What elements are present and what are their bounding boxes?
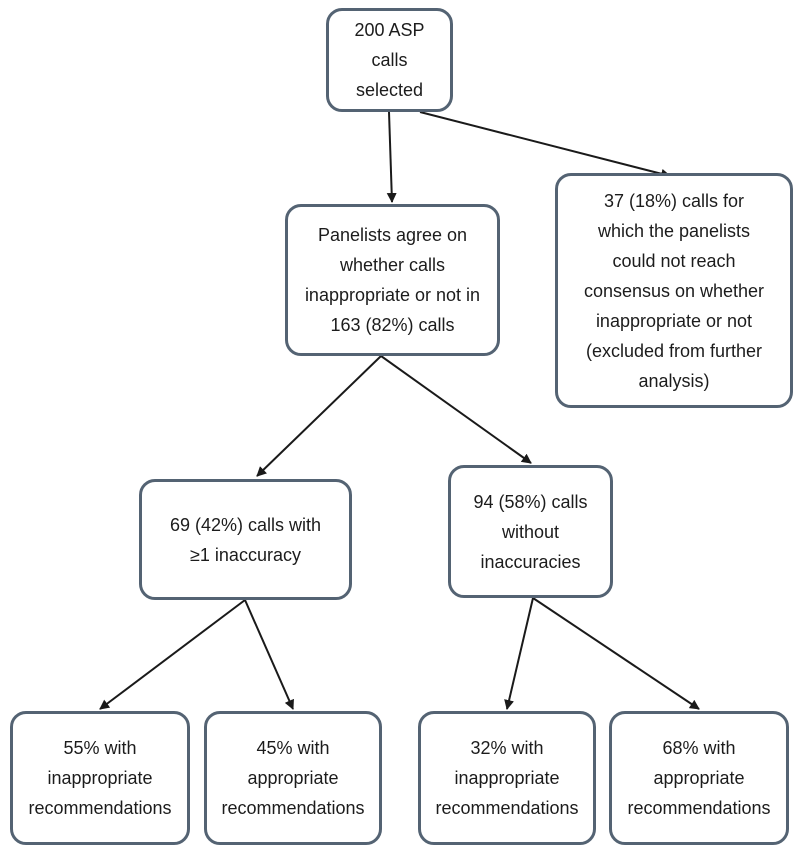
box-inaccuracy-inappropriate-recommendations-label: 55% with inappropriate recommendations [28, 738, 172, 818]
arrow-without-inaccuracies-to-appropriate [532, 597, 700, 710]
box-no-consensus-excluded: 37 (18%) calls for which the panelists c… [555, 173, 793, 408]
arrow-start-to-agree [386, 111, 397, 203]
box-inaccuracy-inappropriate-recommendations: 55% with inappropriate recommendations [10, 711, 190, 845]
box-no-inaccuracy-appropriate-recommendations-label: 68% with appropriate recommendations [627, 738, 771, 818]
box-calls-with-inaccuracy: 69 (42%) calls with ≥1 inaccuracy [139, 479, 352, 600]
box-no-inaccuracy-inappropriate-recommendations: 32% with inappropriate recommendations [418, 711, 596, 845]
arrow-agree-to-with-inaccuracy [256, 355, 382, 477]
box-no-inaccuracy-appropriate-recommendations: 68% with appropriate recommendations [609, 711, 789, 845]
box-no-consensus-excluded-label: 37 (18%) calls for which the panelists c… [583, 190, 765, 391]
box-asp-calls-selected-label: 200 ASP calls selected [354, 20, 425, 100]
box-calls-without-inaccuracies: 94 (58%) calls without inaccuracies [448, 465, 613, 598]
arrow-with-inaccuracy-to-appropriate [244, 599, 294, 710]
box-asp-calls-selected: 200 ASP calls selected [326, 8, 453, 112]
box-calls-without-inaccuracies-label: 94 (58%) calls without inaccuracies [473, 491, 588, 572]
arrow-with-inaccuracy-to-inappropriate [99, 599, 246, 710]
arrow-without-inaccuracies-to-inappropriate [504, 597, 534, 710]
arrow-agree-to-without-inaccuracies [380, 355, 532, 464]
box-inaccuracy-appropriate-recommendations: 45% with appropriate recommendations [204, 711, 382, 845]
box-panelists-agree: Panelists agree on whether calls inappro… [285, 204, 500, 356]
arrow-start-to-no-consensus [419, 111, 671, 179]
box-panelists-agree-label: Panelists agree on whether calls inappro… [304, 225, 481, 335]
box-inaccuracy-appropriate-recommendations-label: 45% with appropriate recommendations [221, 738, 365, 818]
box-calls-with-inaccuracy-label: 69 (42%) calls with ≥1 inaccuracy [169, 514, 322, 565]
box-no-inaccuracy-inappropriate-recommendations-label: 32% with inappropriate recommendations [435, 738, 579, 818]
